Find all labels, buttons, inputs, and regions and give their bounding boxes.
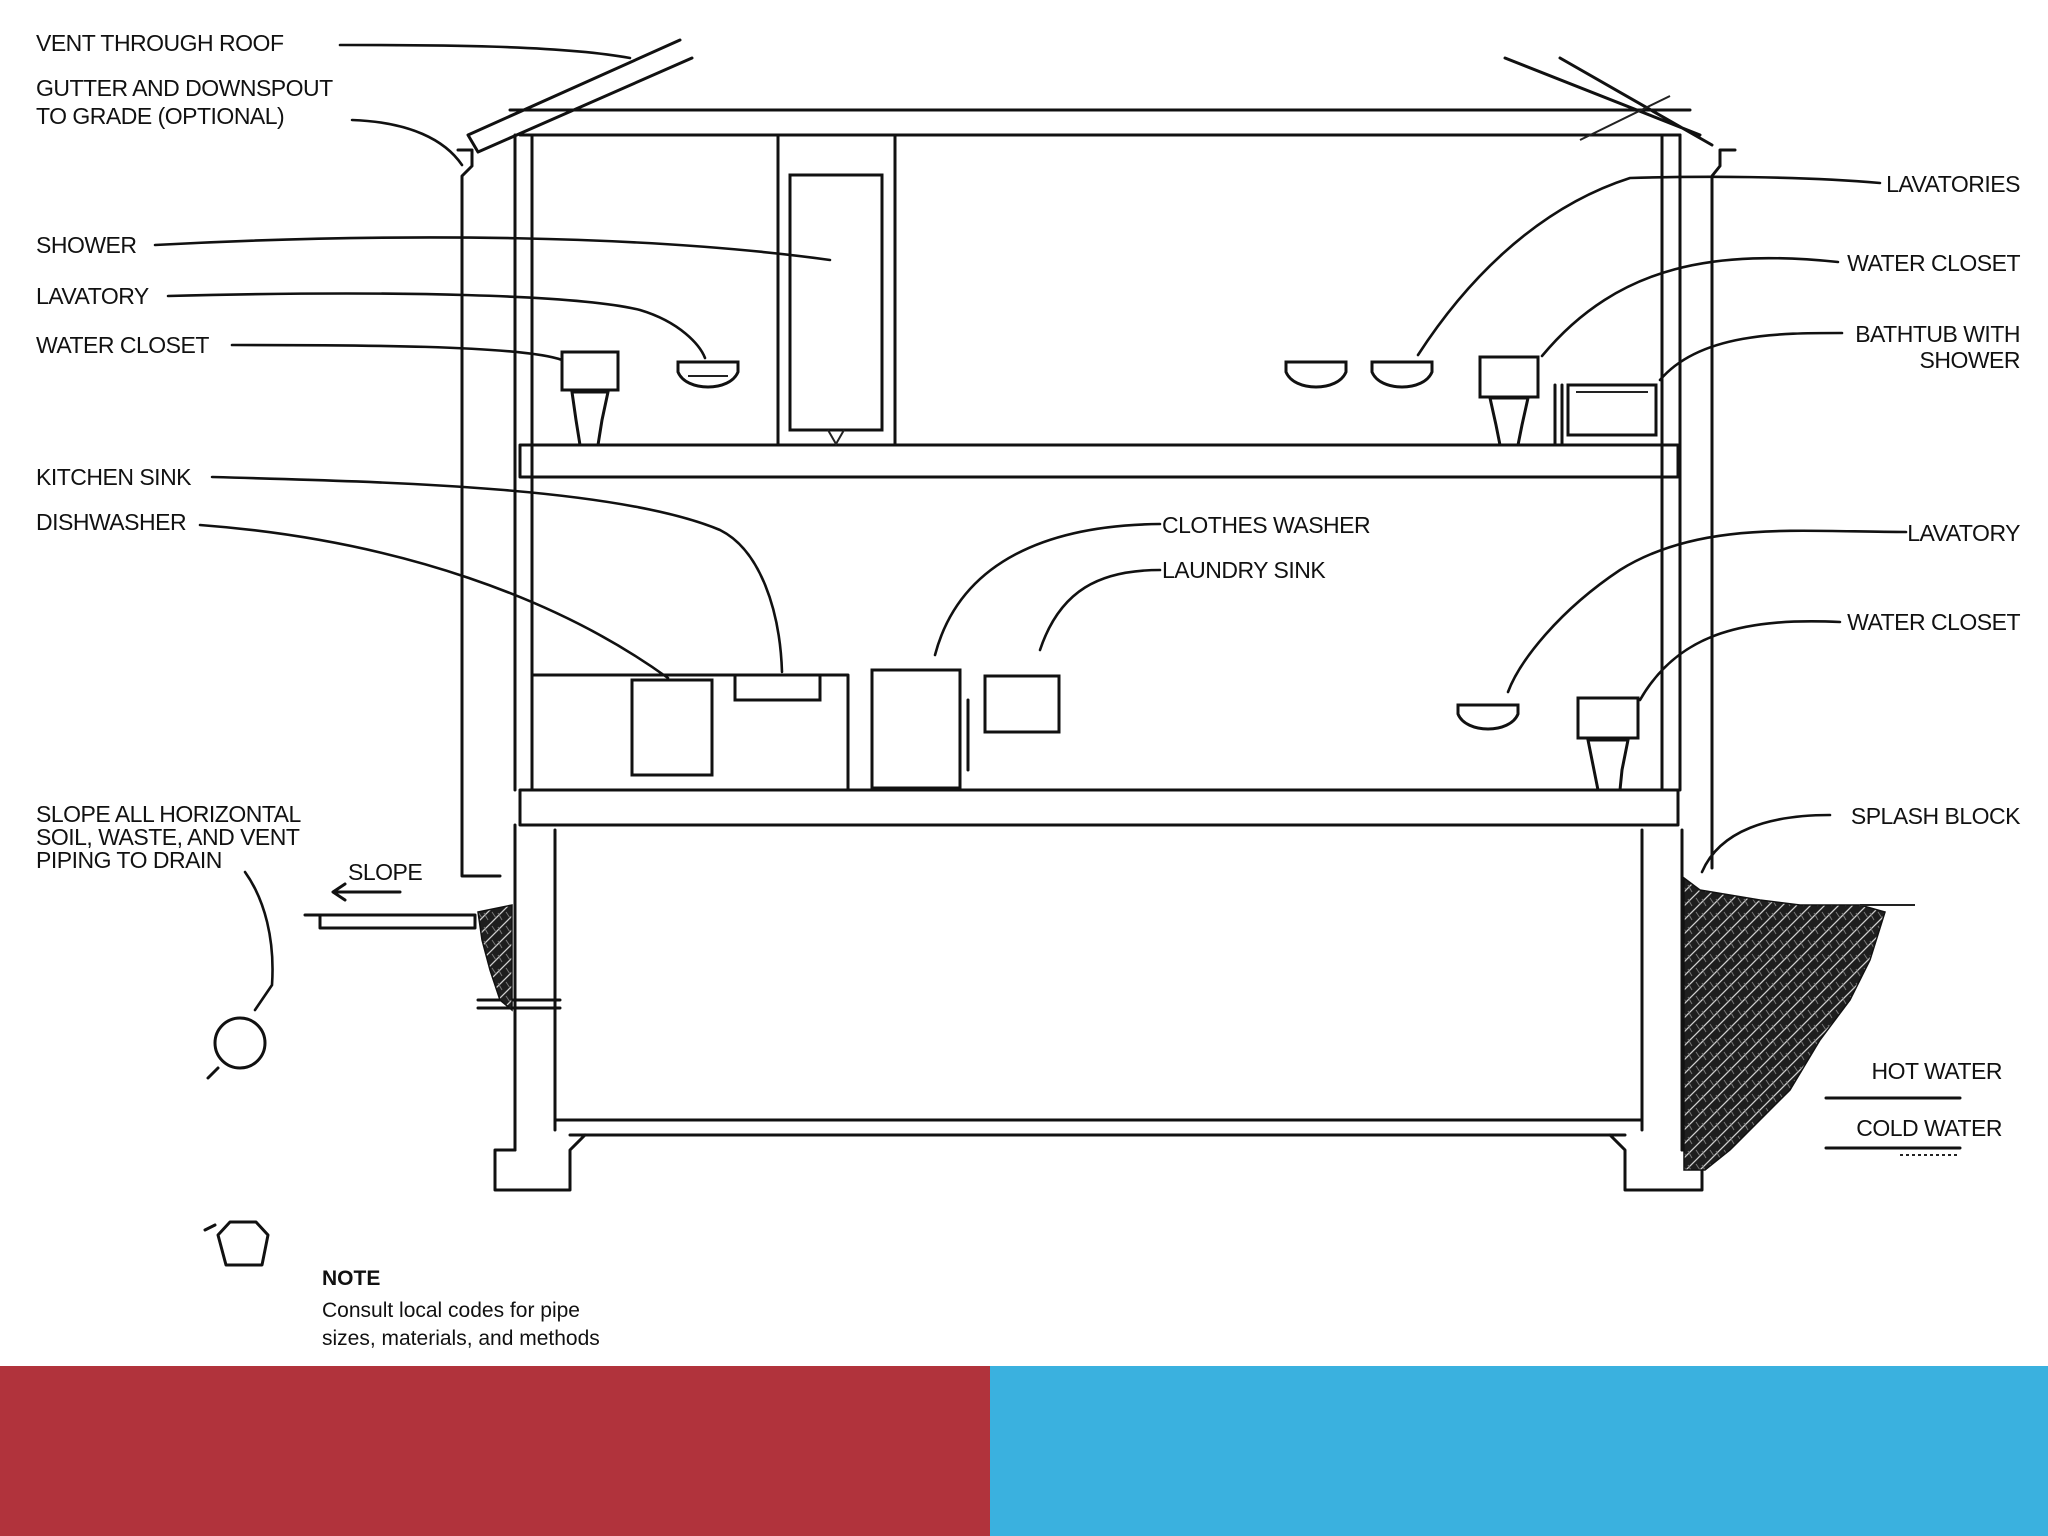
lavatory-main-right <box>1456 703 1520 731</box>
note-title: NOTE <box>322 1267 380 1290</box>
label-splash-block: SPLASH BLOCK <box>1851 803 2021 829</box>
slope-arrow <box>331 882 402 902</box>
note-line1: Consult local codes for pipe <box>322 1299 580 1322</box>
roof-right <box>1503 56 1714 147</box>
label-slope-note-line1: SLOPE ALL HORIZONTAL <box>36 801 302 827</box>
label-hot-water: HOT WATER <box>1871 1058 2002 1084</box>
earth-left <box>477 904 513 1012</box>
callout-circle-note <box>216 1220 270 1267</box>
water-closet-upper-left <box>560 350 620 447</box>
label-slope-note-line3: PIPING TO DRAIN <box>36 847 222 873</box>
lavatory-upper-left <box>676 360 740 389</box>
gutter-left <box>456 148 502 878</box>
label-gutter-line2: TO GRADE (OPTIONAL) <box>36 103 284 129</box>
building-shell <box>303 38 1915 1192</box>
footer-band-red <box>0 1366 990 1536</box>
label-shower: SHOWER <box>36 232 137 258</box>
water-closet-main-right <box>1576 696 1640 792</box>
shower-fixture <box>788 173 884 432</box>
main-floor-slab <box>518 788 1680 827</box>
gutter-right <box>1710 148 1737 870</box>
lavatories-upper-right <box>1284 360 1434 389</box>
basement-slab <box>553 1118 1644 1137</box>
label-clothes-washer: CLOTHES WASHER <box>1162 512 1370 538</box>
label-bathtub-line2: SHOWER <box>1920 347 2021 373</box>
label-water-closet-right-upper: WATER CLOSET <box>1847 250 2020 276</box>
laundry-sink-fixture <box>983 674 1061 734</box>
wall-left <box>513 133 557 1152</box>
fixtures <box>203 173 1962 1267</box>
label-lavatory-upper: LAVATORY <box>36 283 149 309</box>
label-vent-through-roof: VENT THROUGH ROOF <box>36 30 284 56</box>
earth-right <box>1683 876 1886 1171</box>
ceiling <box>508 108 1692 137</box>
leader-lines <box>153 43 1908 1012</box>
label-water-closet-right-lower: WATER CLOSET <box>1847 609 2020 635</box>
footing-left <box>493 1133 587 1192</box>
wall-right <box>1640 133 1684 1152</box>
label-lavatories: LAVATORIES <box>1886 171 2020 197</box>
label-laundry-sink: LAUNDRY SINK <box>1162 557 1326 583</box>
drain-pipe <box>303 913 477 930</box>
water-closet-upper-right <box>1478 355 1540 447</box>
footer-band-blue <box>990 1366 2048 1536</box>
upper-floor-slab <box>518 443 1680 479</box>
label-water-closet-upper: WATER CLOSET <box>36 332 209 358</box>
label-bathtub-line1: BATHTUB WITH <box>1855 321 2020 347</box>
label-dishwasher: DISHWASHER <box>36 509 186 535</box>
labels: VENT THROUGH ROOF GUTTER AND DOWNSPOUT T… <box>36 30 2022 1350</box>
clothes-washer-fixture <box>870 668 962 790</box>
label-cold-water: COLD WATER <box>1856 1115 2002 1141</box>
dishwasher-fixture <box>630 678 714 777</box>
note-line2: sizes, materials, and methods <box>322 1327 600 1350</box>
label-gutter-line1: GUTTER AND DOWNSPOUT <box>36 75 333 101</box>
label-kitchen-sink: KITCHEN SINK <box>36 464 192 490</box>
label-slope: SLOPE <box>348 859 422 885</box>
bathtub-with-shower <box>1553 383 1658 447</box>
label-lavatory-right: LAVATORY <box>1907 520 2020 546</box>
kitchen-sink-fixture <box>733 673 822 702</box>
label-slope-note-line2: SOIL, WASTE, AND VENT <box>36 824 300 850</box>
callout-circle-drain <box>213 1016 267 1070</box>
house-section-drawing: VENT THROUGH ROOF GUTTER AND DOWNSPOUT T… <box>36 30 2022 1350</box>
